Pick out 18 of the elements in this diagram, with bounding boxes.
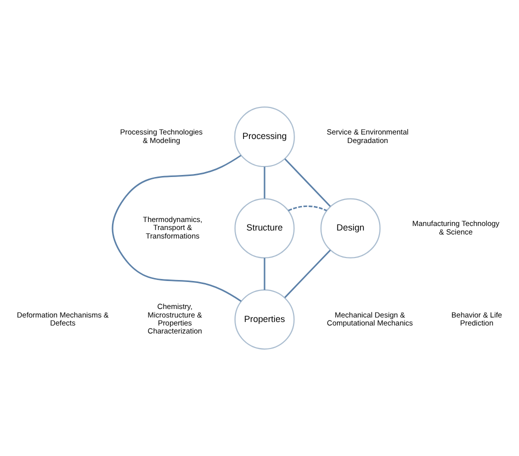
label: Manufacturing Technology & Science bbox=[412, 219, 500, 236]
connector bbox=[112, 154, 242, 302]
node-circle: Properties bbox=[234, 289, 295, 350]
label: Processing Technologies & Modeling bbox=[120, 128, 203, 145]
node-circle: Structure bbox=[234, 198, 295, 258]
connector bbox=[284, 250, 331, 298]
label: Chemistry, Microstructure & Properties Characterization bbox=[148, 302, 202, 336]
label: Deformation Mechanisms & Defects bbox=[16, 310, 109, 328]
node-circle: Processing bbox=[234, 106, 295, 168]
connector bbox=[264, 258, 266, 290]
label: Thermodynamics, Transport & Transformations bbox=[142, 214, 202, 240]
connector bbox=[284, 158, 331, 207]
connector bbox=[264, 166, 266, 198]
node-circle: Design bbox=[320, 198, 381, 258]
connector bbox=[288, 205, 327, 212]
label: Behavior & Life Prediction bbox=[451, 310, 502, 328]
label: Service & Environmental Degradation bbox=[326, 128, 409, 145]
label: Mechanical Design & Computational Mechanics bbox=[326, 310, 413, 328]
